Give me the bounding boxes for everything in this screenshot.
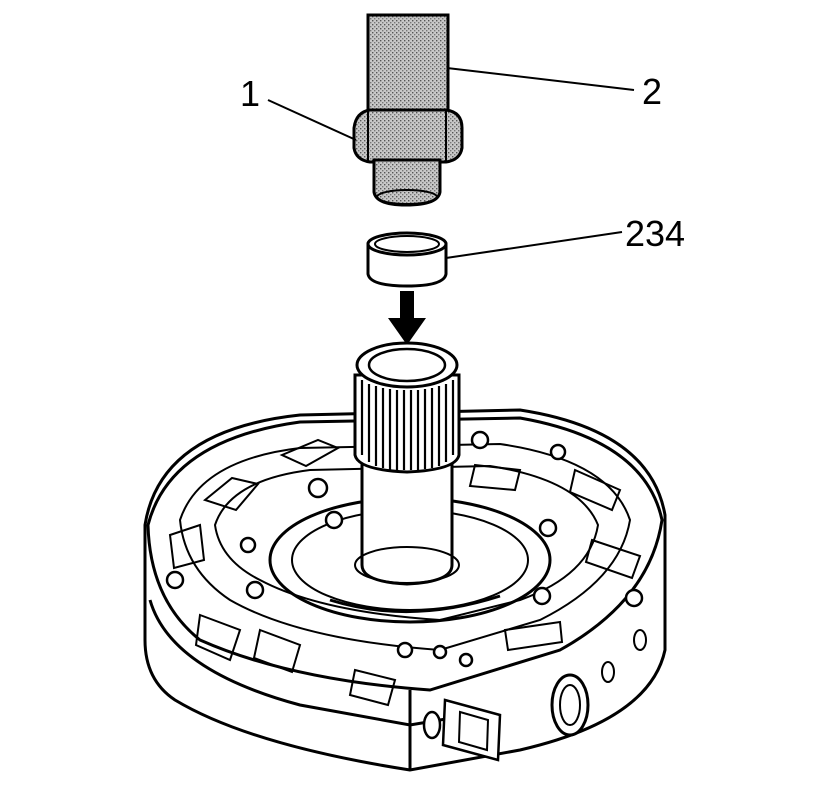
installer-handle [366,13,450,122]
callout-234-label: 234 [625,213,686,254]
callout-1-label: 1 [240,73,261,114]
leader-line-234 [445,231,623,259]
leader-line-2 [446,67,635,91]
installer-tool [352,108,464,207]
stator-shaft [353,341,461,586]
bushing [366,231,448,288]
leader-line-1 [267,99,357,141]
leader-lines [267,67,635,259]
callout-2-label: 2 [642,71,663,112]
direction-arrow [388,291,426,345]
